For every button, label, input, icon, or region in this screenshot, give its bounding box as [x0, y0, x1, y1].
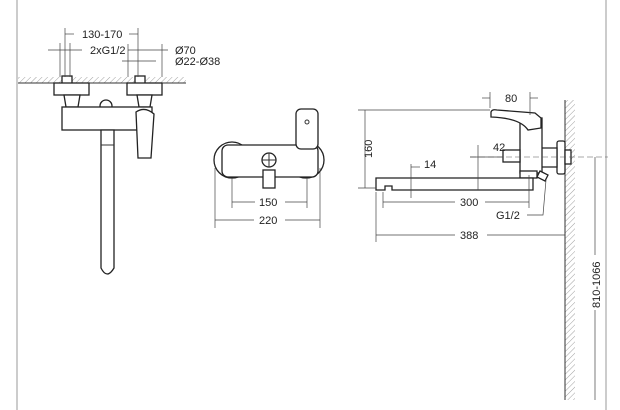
outlet-nipple — [262, 169, 276, 189]
left-flange — [53, 82, 90, 96]
dim-spout-length: 300 — [460, 197, 478, 209]
dim-height: 160 — [363, 140, 375, 158]
top-view: 150 220 — [213, 108, 325, 228]
dim-diverter-offset: 42 — [493, 142, 505, 154]
swivel-spout — [100, 129, 115, 275]
dim-inlet-spacing: 130-170 — [82, 29, 122, 41]
dim-flange-diameter: Ø70 — [175, 45, 196, 57]
dim-projection: 388 — [460, 230, 478, 242]
dim-spout-thickness: 14 — [424, 159, 436, 171]
wall-hatch — [18, 77, 186, 83]
wall-flange — [556, 140, 566, 175]
dim-handle-depth: 80 — [505, 93, 517, 105]
side-view: 80 160 42 14 300 G1/2 388 810-1066 — [358, 92, 608, 400]
handle-tower — [295, 108, 319, 150]
dim-mounting-height: 810-1066 — [591, 262, 603, 309]
dim-inner: 150 — [259, 197, 277, 209]
long-spout — [375, 177, 534, 191]
right-flange — [126, 82, 163, 96]
dim-outer: 220 — [259, 215, 277, 227]
dim-wall-opening: Ø22-Ø38 — [175, 56, 220, 68]
side-lever — [490, 109, 542, 131]
diverter-side — [502, 149, 521, 163]
front-view: 130-170 2xG1/2 Ø70 Ø22-Ø38 — [18, 28, 220, 275]
side-wall-hatch — [565, 100, 575, 400]
dim-outlet-thread: G1/2 — [496, 210, 520, 222]
dim-inlet-thread: 2xG1/2 — [90, 45, 125, 57]
lever-handle — [135, 108, 155, 159]
